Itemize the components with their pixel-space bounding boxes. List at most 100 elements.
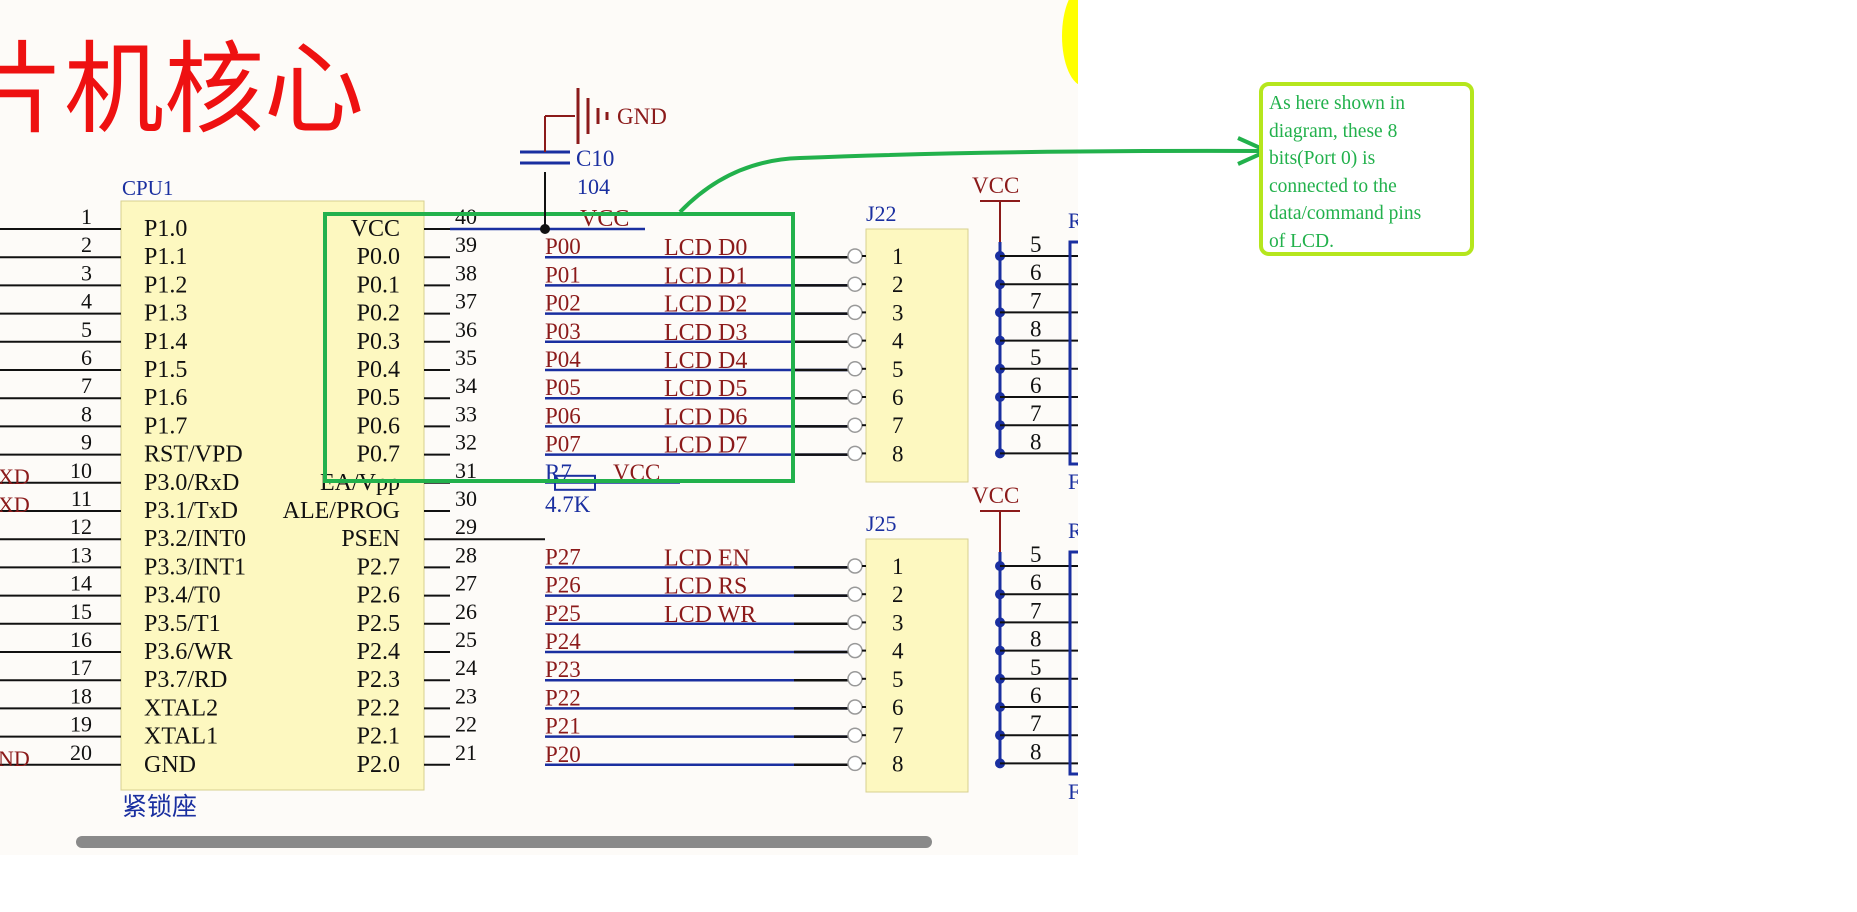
resnet-ref: R [1068, 518, 1078, 543]
right-pin-number: 29 [455, 514, 477, 539]
resnet-pin-number: 8 [1030, 739, 1042, 764]
connector-pin-number: 6 [892, 385, 904, 410]
left-net-label: XD [0, 464, 30, 489]
right-pin-number: 23 [455, 683, 477, 708]
connector-pin-number: 1 [892, 554, 904, 579]
net-name: P03 [545, 319, 581, 344]
connector-pin-circle [847, 389, 863, 405]
connector-pin-circle [847, 727, 863, 743]
annotation-line: data/command pins [1269, 203, 1422, 224]
left-pin-number: 13 [70, 542, 92, 567]
left-pin-number: 20 [70, 740, 92, 765]
left-pin-number: 8 [81, 401, 92, 426]
right-pin-number: 27 [455, 571, 477, 596]
resnet-pin-number: 8 [1030, 627, 1042, 652]
right-pin-number: 22 [455, 712, 477, 737]
left-pin-number: 2 [81, 232, 92, 257]
connector-pin-number: 8 [892, 441, 904, 466]
left-pin-name: P3.0/RxD [144, 470, 239, 496]
right-pin-number: 36 [455, 317, 477, 342]
left-net-label: ND [0, 746, 30, 771]
left-pin-name: P3.2/INT0 [144, 526, 246, 552]
left-pin-name: P3.3/INT1 [144, 554, 246, 580]
annotation-line: bits(Port 0) is [1269, 148, 1376, 169]
right-pin-name: P2.0 [357, 752, 400, 778]
right-pin-name: P0.2 [357, 301, 400, 327]
left-pin-name: P3.4/T0 [144, 583, 221, 609]
resnet-value: F [1068, 779, 1078, 804]
lcd-signal-label: LCD D3 [664, 320, 747, 346]
left-pin-name: P1.7 [144, 413, 187, 439]
left-pin-name: P3.7/RD [144, 667, 227, 693]
net-label-vcc: VCC [580, 206, 629, 232]
lcd-signal-label: LCD RS [664, 574, 747, 600]
chip-ref: CPU1 [122, 176, 173, 200]
connector-pin-number: 3 [892, 610, 904, 635]
net-name: P26 [545, 573, 581, 598]
annotation-callout: As here shown in diagram, these 8 bits(P… [1259, 82, 1474, 256]
right-pin-number: 32 [455, 430, 477, 455]
lcd-signal-label: LCD D0 [664, 235, 747, 261]
net-name: P07 [545, 432, 581, 457]
net-name: P06 [545, 403, 581, 428]
left-pin-name: P1.2 [144, 272, 187, 298]
left-pin-name: XTAL1 [144, 724, 218, 750]
resnet-value: F [1068, 469, 1078, 494]
net-name: P21 [545, 714, 581, 739]
connector-pin-circle [847, 304, 863, 321]
net-name: P04 [545, 347, 581, 372]
net-name: P24 [545, 629, 581, 654]
resnet-body [1068, 550, 1078, 776]
connector-pin-number: 8 [892, 751, 904, 776]
right-pin-number: 40 [455, 204, 477, 229]
resnet-pin-number: 6 [1030, 683, 1042, 708]
connector-pin-number: 2 [892, 272, 904, 297]
capacitor-ref: C10 [576, 146, 614, 171]
right-pin-name: P2.7 [357, 554, 400, 580]
connector-ref: J25 [866, 511, 897, 536]
left-pin-name: RST/VPD [144, 442, 243, 468]
connector-ref: J22 [866, 201, 897, 226]
net-name: P25 [545, 601, 581, 626]
resnet-pin-number: 5 [1030, 542, 1042, 567]
connector-pin-circle [847, 248, 863, 264]
resnet-pin-number: 5 [1030, 655, 1042, 680]
connector-body [865, 228, 969, 483]
right-pin-number: 39 [455, 232, 477, 257]
connector-pin-circle [847, 614, 863, 631]
horizontal-scrollbar[interactable] [76, 836, 932, 848]
left-pin-number: 15 [70, 599, 92, 624]
connector-pin-number: 5 [892, 667, 904, 692]
connector-pin-circle [847, 642, 863, 659]
connector-body [865, 538, 969, 793]
right-pin-number: 21 [455, 740, 477, 765]
connector-pin-number: 4 [892, 329, 904, 354]
yellow-highlight-shape [1062, 0, 1078, 86]
resnet-pin-number: 6 [1030, 260, 1042, 285]
annotation-line: connected to the [1269, 175, 1397, 197]
left-pin-number: 3 [81, 260, 92, 285]
left-pin-name: P3.1/TxD [144, 498, 238, 524]
left-pin-name: GND [144, 752, 196, 778]
right-pin-number: 31 [455, 458, 477, 483]
right-pin-number: 35 [455, 345, 477, 370]
junction-dot [540, 224, 550, 234]
left-pin-number: 4 [81, 289, 92, 314]
left-pin-number: 19 [70, 712, 92, 737]
left-pin-number: 14 [70, 571, 92, 596]
connector-pin-circle [847, 671, 863, 687]
right-pin-name: P0.5 [357, 385, 400, 411]
right-pin-number: 30 [455, 486, 477, 511]
left-pin-number: 18 [70, 683, 92, 708]
resnet-pin-number: 7 [1030, 598, 1042, 623]
left-pin-number: 16 [70, 627, 92, 652]
lcd-signal-label: LCD WR [664, 602, 756, 628]
left-pin-name: P1.0 [144, 216, 187, 242]
left-pin-name: P1.1 [144, 244, 187, 270]
resnet-ref: R [1068, 208, 1078, 233]
right-pin-name: P0.7 [357, 442, 400, 468]
lcd-signal-label: LCD D4 [664, 348, 747, 374]
right-pin-number: 26 [455, 599, 477, 624]
